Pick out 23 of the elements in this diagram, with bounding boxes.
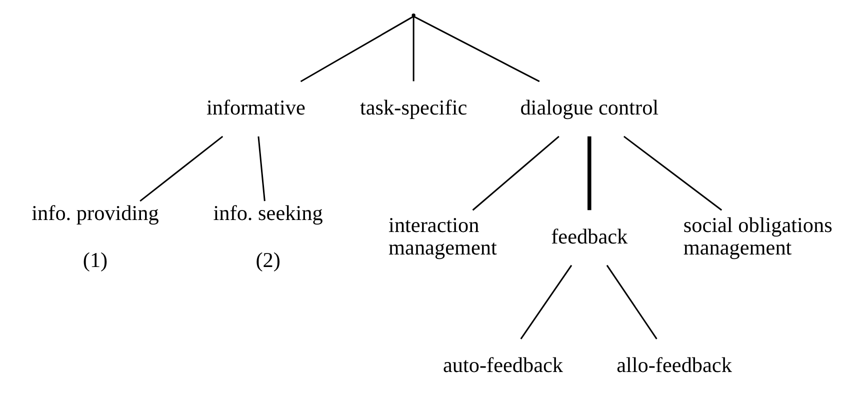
node-text: allo-feedback (616, 353, 732, 378)
connector (520, 264, 572, 340)
node-text: auto-feedback (442, 353, 563, 378)
node-text: interaction management (388, 212, 496, 260)
node-text: social obligations management (682, 212, 832, 260)
node-label: (1) (82, 248, 108, 272)
node-text: task-specific (359, 95, 467, 120)
node-text: info. providing (31, 200, 158, 225)
node-text: info. seeking (212, 200, 322, 225)
node-text: informative (206, 95, 305, 120)
node-text: feedback (550, 224, 628, 248)
connector (412, 16, 540, 82)
node-point (411, 13, 415, 18)
connector (472, 136, 559, 211)
connector (412, 16, 414, 82)
connector (587, 136, 591, 210)
connector (257, 136, 265, 202)
connector (300, 16, 414, 82)
node-label: (2) (255, 248, 280, 272)
node-text: dialogue control (520, 95, 658, 120)
connector (139, 136, 223, 202)
connector (622, 136, 722, 211)
connector (606, 264, 657, 340)
